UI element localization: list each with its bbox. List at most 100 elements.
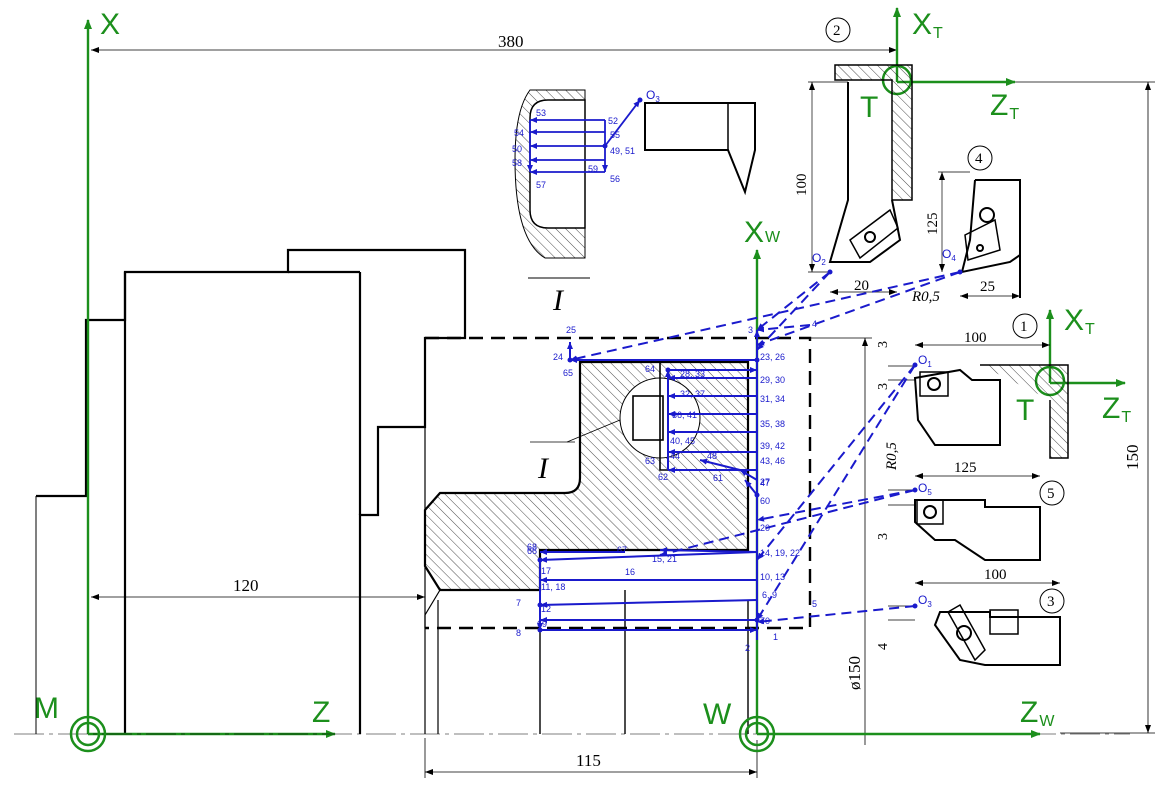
dimension-150: 150: [1123, 445, 1142, 471]
tool-path-segment: [739, 469, 758, 481]
tool-path-point-label: 64: [645, 364, 655, 374]
tool-2: [808, 64, 913, 295]
tool-4: [938, 171, 1021, 299]
tool-path-point-label: 48: [707, 451, 717, 461]
tool-path-point-label: 10, 13: [760, 572, 785, 582]
tool-path-segment: [756, 324, 811, 333]
detail-view: [514, 89, 756, 279]
tool1-offset-dimension: 3: [876, 383, 891, 390]
tool4-length-dimension: 125: [925, 213, 941, 236]
tool-path-point-label: 40, 45: [670, 436, 695, 446]
tool-point-label: O5: [918, 481, 932, 497]
tool-path-point-label: 63: [645, 456, 655, 466]
tool-path-segment: [756, 364, 916, 561]
tool-path-segment: [744, 479, 758, 496]
chuck-and-spindle: [35, 248, 467, 734]
detail-tool-point-label: O3: [646, 88, 660, 104]
tool-path-segment: [604, 99, 641, 147]
tool-path-point-label: 15, 21: [652, 554, 677, 564]
tool3-length-dimension: 100: [984, 567, 1007, 583]
tool-path-point-label: 4: [812, 319, 817, 329]
tool-path-segment: [756, 271, 831, 351]
dimension-380: 380: [498, 32, 524, 51]
tool-path-point: [754, 492, 760, 498]
tool-path-point-label: 29, 30: [760, 375, 785, 385]
tool-path-point-label: 68: [527, 542, 537, 552]
tool-path: [527, 97, 963, 640]
dimension-120: 120: [233, 576, 259, 595]
tool-path-point-label: 3: [748, 325, 753, 335]
tool-path-point-label: 8: [516, 628, 521, 638]
workpiece-x-axis-label: XW: [744, 216, 781, 249]
tool5-radius-dimension: R0,5: [884, 442, 900, 471]
tool-path-segment: [756, 271, 831, 331]
tool-path-point: [537, 557, 543, 563]
tool4-number-badge: [967, 145, 993, 171]
detail-path-point-label: 58: [512, 158, 522, 168]
tool-path-point: [537, 602, 543, 608]
tool1-number-badge: [1012, 313, 1038, 339]
turret-x-axis-label: XT: [912, 8, 943, 42]
tool-path-segment: [699, 458, 741, 471]
tool-path-point-label: 47: [760, 478, 770, 488]
tool-path-point: [567, 357, 573, 363]
machine-origin-label: M: [34, 692, 59, 725]
tool-path-point-label: 2: [745, 643, 750, 653]
workpiece-origin-label: W: [703, 698, 732, 731]
detail-path-point-label: 52: [608, 116, 618, 126]
tool-path-segment: [756, 271, 961, 346]
detail-path-point-label: 55: [610, 130, 620, 140]
tool1-length-dimension: 100: [964, 330, 987, 346]
tool-path-point-label: 39, 42: [760, 441, 785, 451]
tool4-width-dimension: 25: [980, 279, 995, 295]
tool1-x-axis-label: XT: [1064, 304, 1095, 338]
turret-z-axis-label: ZT: [990, 89, 1019, 123]
tool-path-point-label: 62: [658, 472, 668, 482]
tool-path-segment: [569, 271, 961, 362]
tool4-radius-dimension: R0,5: [911, 289, 940, 305]
tool-path-point-label: 66: [527, 546, 537, 556]
tool-point-label: O3: [918, 593, 932, 609]
tool3-offset-dimension: 4: [876, 643, 891, 650]
tool-path-segment: [756, 605, 916, 625]
tool-path-point-label: 67: [617, 545, 627, 555]
tool-path-point-label: 32, 37: [680, 389, 705, 399]
stock-outline: [425, 336, 812, 630]
tool-path-point-label: 11, 18: [541, 582, 565, 592]
tool3-number-badge: [1039, 588, 1065, 614]
tool-5: [888, 473, 1041, 561]
detail-callout: I: [530, 419, 621, 485]
tool1-z-axis-label: ZT: [1102, 392, 1131, 426]
tool-path-point-label: 7: [516, 598, 521, 608]
tool2-number: 2: [833, 23, 841, 39]
tool-path-segment: [659, 489, 916, 557]
tool3-number: 3: [1047, 594, 1055, 610]
tool5-number-badge: [1039, 480, 1065, 506]
tool-path-point-label: 35, 38: [760, 419, 785, 429]
dimension-115: 115: [576, 751, 601, 770]
tool-path-point: [957, 269, 963, 275]
tool-path-point-label: 20: [760, 523, 770, 533]
tool-path-point: [754, 357, 760, 363]
tool1-coordinate-system: XT ZT T: [1016, 304, 1131, 427]
tool-path-point-label: 69: [537, 619, 547, 629]
tool-path-point-label: 5: [812, 599, 817, 609]
tool-path-point: [537, 627, 543, 633]
dimension-lines: [91, 47, 1155, 778]
tool5-length-dimension: 125: [954, 460, 977, 476]
tool-path-point-label: 31, 34: [760, 394, 785, 404]
tool2-length-dimension: 100: [794, 174, 810, 197]
workpiece-z-axis-label: ZW: [1020, 696, 1055, 730]
tool-path-point-label: 25: [566, 325, 576, 335]
tool-point-label: O1: [918, 353, 932, 369]
tool1-number: 1: [1020, 319, 1028, 335]
tool-1: [888, 342, 1069, 459]
tool-path-point: [637, 97, 643, 103]
workpiece-section: [423, 360, 750, 734]
dimension-stock-3: 3: [876, 341, 891, 348]
tool5-offset-dimension: 3: [876, 533, 891, 540]
tool-point-label: O2: [812, 251, 826, 267]
tool-path-point-label: 6, 9: [762, 590, 777, 600]
